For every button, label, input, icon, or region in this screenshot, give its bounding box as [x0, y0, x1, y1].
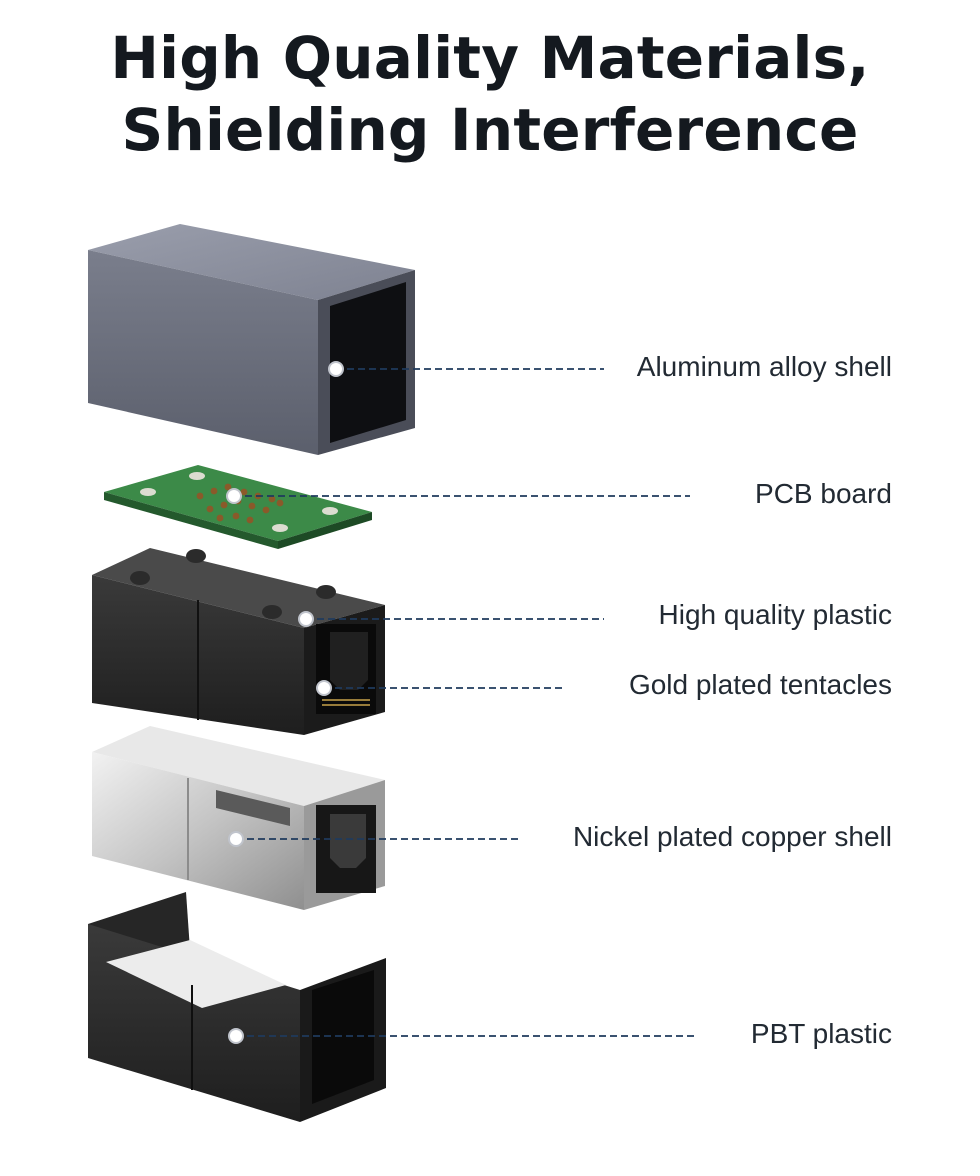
- headline-line-2: Shielding Interference: [121, 96, 859, 164]
- label-pcb-board: PCB board: [755, 478, 892, 509]
- dot-pcb: [226, 488, 242, 504]
- nickel-shell: [92, 726, 385, 910]
- label-aluminum-alloy-shell: Aluminum alloy shell: [636, 351, 892, 382]
- dot-aluminum: [328, 361, 344, 377]
- headline-line-1: High Quality Materials,: [110, 24, 870, 92]
- label-nickel-plated-copper-shell: Nickel plated copper shell: [572, 821, 892, 852]
- dot-gold: [316, 680, 332, 696]
- dot-nickel: [228, 831, 244, 847]
- headline: High Quality Materials, Shielding Interf…: [0, 22, 980, 166]
- label-high-quality-plastic: High quality plastic: [658, 599, 892, 630]
- pcb-board: [104, 465, 372, 549]
- pbt-shell: [88, 892, 386, 1122]
- aluminum-shell: [88, 224, 415, 455]
- callout-dots: [226, 361, 344, 1044]
- label-pbt-plastic: PBT plastic: [750, 1018, 892, 1049]
- leader-lines: [234, 368, 696, 1037]
- label-gold-plated-tentacles: Gold plated tentacles: [628, 669, 892, 700]
- dot-pbt: [228, 1028, 244, 1044]
- dot-plastic: [298, 611, 314, 627]
- plastic-housing: [92, 548, 385, 735]
